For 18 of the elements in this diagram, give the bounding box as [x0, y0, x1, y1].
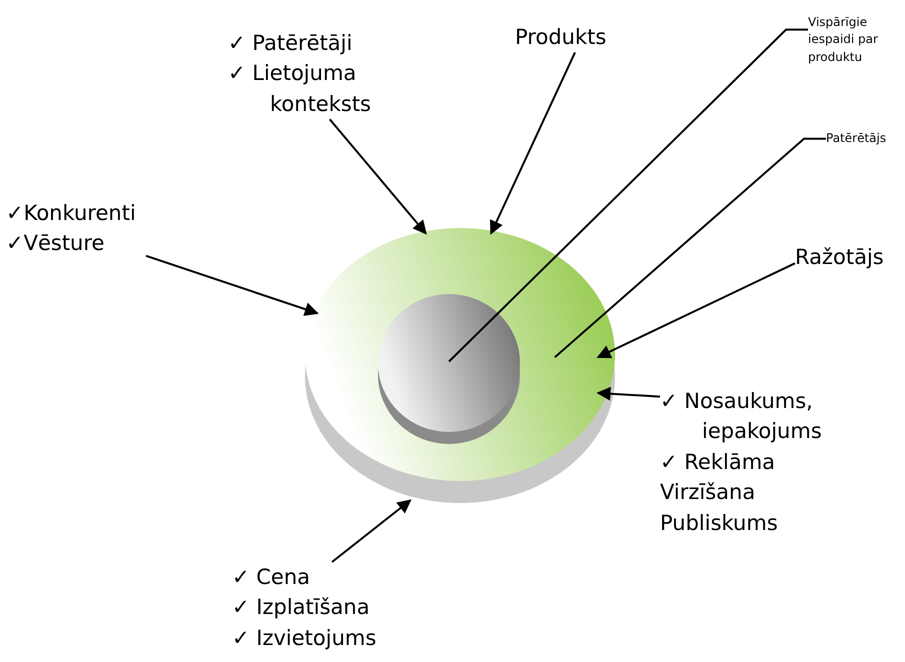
leader-line	[448, 28, 808, 362]
arrow	[146, 254, 319, 316]
arrow	[596, 386, 660, 401]
arrow	[328, 118, 427, 235]
callout-text: ✓Konkurenti ✓Vēsture	[6, 198, 146, 259]
callout-text: ✓ Cena ✓ Izplatīšana ✓ Izvietojums	[232, 562, 432, 654]
callout-text: Patērētājs	[826, 130, 904, 148]
leader-line	[554, 138, 826, 358]
callout-text: Ražotājs	[795, 242, 905, 272]
outer-disk	[305, 228, 615, 503]
arrow	[596, 262, 796, 358]
callout-text: Vispārīgie iespaidi par produktu	[808, 14, 904, 66]
inner-disk	[378, 294, 520, 444]
callout-text: Produkts	[515, 22, 615, 52]
arrow	[490, 52, 576, 235]
callout-text: ✓ Nosaukums, iepakojums ✓ Reklāma Virzīšana Publiskums	[660, 386, 900, 538]
arrow	[331, 499, 412, 563]
callout-text: ✓ Patērētāji ✓ Lietojuma konteksts	[228, 28, 413, 120]
